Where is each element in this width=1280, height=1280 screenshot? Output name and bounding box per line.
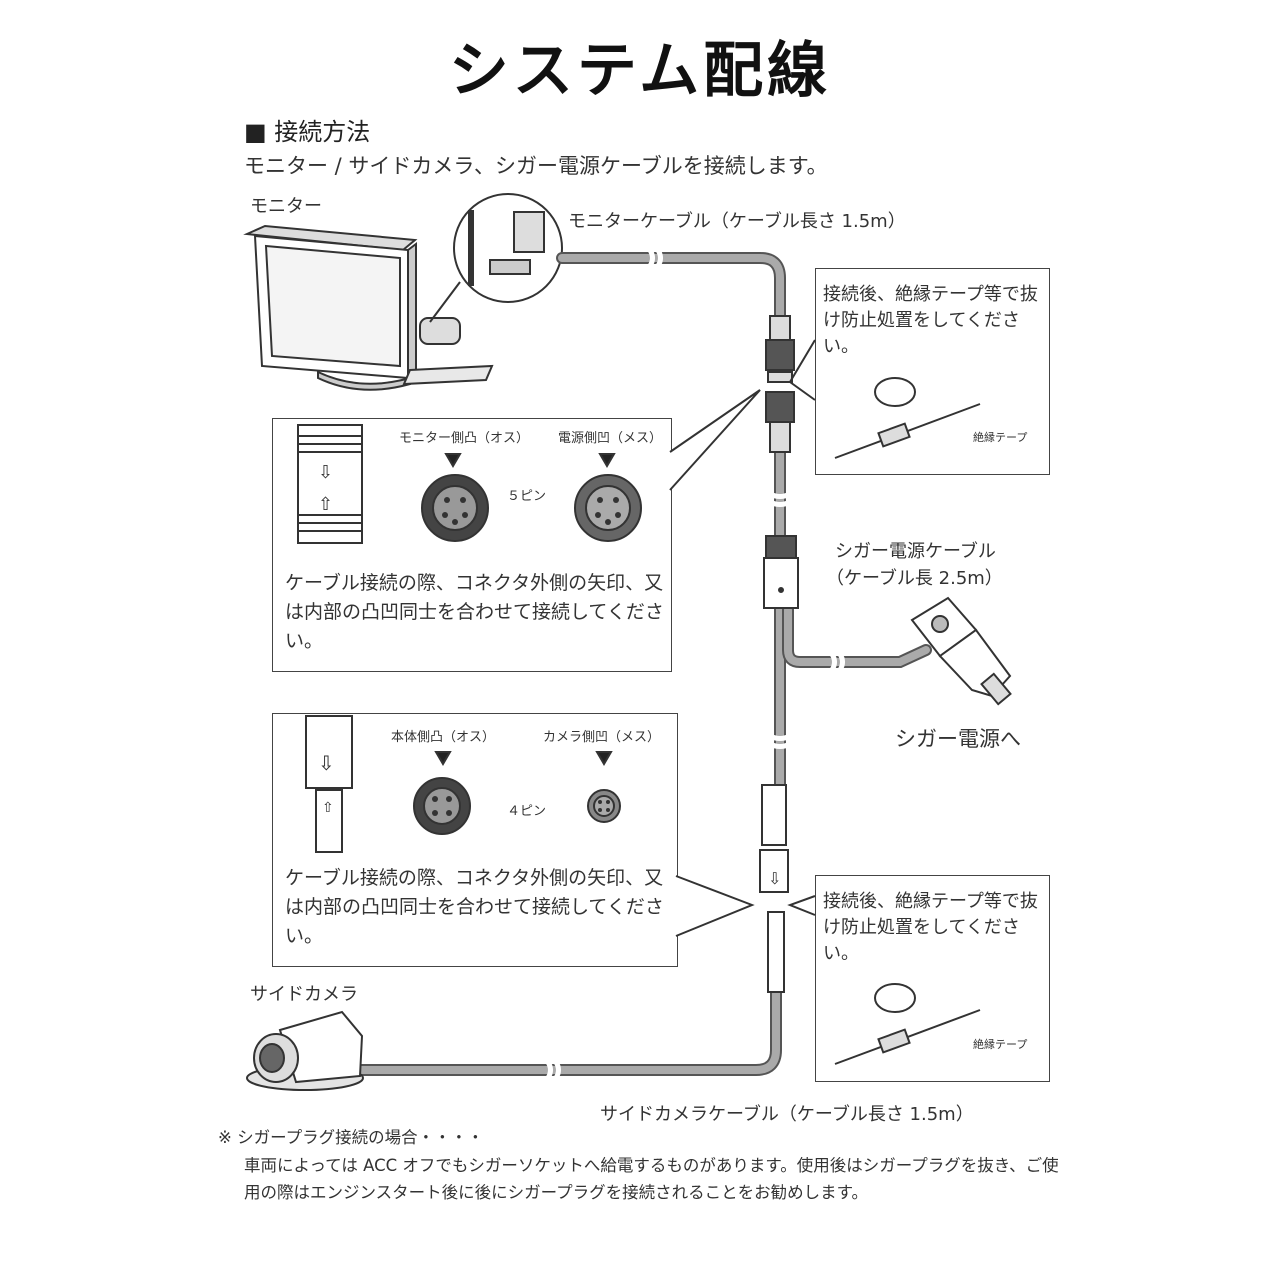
pin-count-label: ５ピン (507, 489, 547, 504)
monitor-zoom-callout (429, 193, 563, 323)
tape-note-box-top: 接続後、絶縁テープ等で抜け防止処置をしてください。 絶縁テープ (815, 268, 1050, 475)
monitor-illustration (243, 224, 494, 391)
section-heading: ■ 接続方法 (244, 118, 371, 146)
male-label: 本体側凸（オス） (391, 730, 496, 745)
page-title: システム配線 (448, 36, 832, 106)
footnote-body: 車両によっては ACC オフでもシガーソケットへ給電するものがあります。使用後は… (244, 1156, 1059, 1202)
intro-text: モニター / サイドカメラ、シガー電源ケーブルを接続します。 (244, 154, 828, 178)
side-camera-cable-label: サイドカメラケーブル（ケーブル長さ 1.5m） (600, 1104, 974, 1125)
main-connectors: ⇩ (759, 315, 799, 993)
female-label: カメラ側凹（メス） (543, 730, 661, 745)
side-camera-illustration (246, 1010, 364, 1091)
cigar-plug-illustration (910, 596, 1012, 706)
tape-note-text: 接続後、絶縁テープ等で抜け防止処置をしてください。 (823, 891, 1038, 964)
to-cigar-label: シガー電源へ (895, 727, 1021, 751)
tape-note-box-bottom: 接続後、絶縁テープ等で抜け防止処置をしてください。 絶縁テープ (815, 875, 1050, 1082)
tape-label: 絶縁テープ (973, 431, 1028, 444)
footnote-heading: ※ シガープラグ接続の場合・・・・ (218, 1128, 484, 1147)
pin-count-label: ４ピン (507, 804, 547, 819)
female-label: 電源側凹（メス） (558, 431, 663, 446)
side-camera-label: サイドカメラ (250, 984, 358, 1005)
cigar-cable-length-label: （ケーブル長 2.5m） (826, 568, 1003, 589)
monitor-cable-label: モニターケーブル（ケーブル長さ 1.5m） (568, 211, 906, 232)
connector-5pin-box: モニター側凸（オス） 電源側凹（メス） ５ピン ケーブル接続の際、コネクタ外側の… (272, 418, 672, 672)
tape-note-text: 接続後、絶縁テープ等で抜け防止処置をしてください。 (823, 284, 1038, 357)
male-label: モニター側凸（オス） (399, 431, 530, 446)
instruction-text: ケーブル接続の際、コネクタ外側の矢印、又は内部の凸凹同士を合わせて接続してくださ… (285, 867, 664, 947)
instruction-text: ケーブル接続の際、コネクタ外側の矢印、又は内部の凸凹同士を合わせて接続してくださ… (285, 572, 664, 652)
connector-4pin-box: 本体側凸（オス） カメラ側凹（メス） ４ピン ケーブル接続の際、コネクタ外側の矢… (272, 713, 678, 967)
tape-label: 絶縁テープ (973, 1038, 1028, 1051)
svg-text:⇩: ⇩ (768, 869, 781, 888)
monitor-label: モニター (250, 196, 322, 217)
cigar-cable-label: シガー電源ケーブル (835, 541, 996, 562)
